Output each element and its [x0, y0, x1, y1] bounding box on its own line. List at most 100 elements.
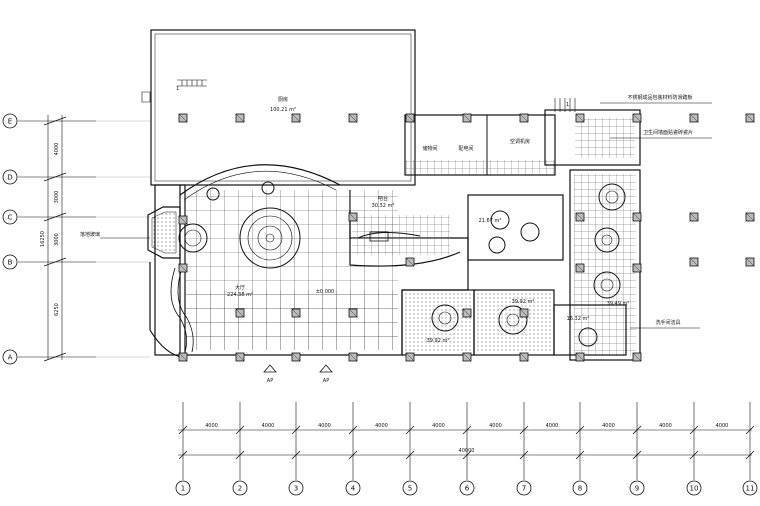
column-hatch — [178, 215, 188, 225]
column-hatch — [405, 113, 415, 123]
column-hatch — [575, 263, 585, 273]
col-axis-label: 6 — [465, 485, 470, 493]
row-axis-d: D — [2, 169, 96, 185]
col-axis-3: 3 — [288, 402, 304, 496]
dining-tables — [206, 181, 626, 347]
row-axis-label: C — [8, 214, 13, 222]
col-dim-value: 4000 — [716, 423, 729, 429]
col-axis-label: 2 — [238, 485, 242, 493]
col-dim-value: 4000 — [602, 423, 615, 429]
store-room-1: 储物间 — [422, 145, 437, 152]
col-dim-value: 4000 — [318, 423, 331, 429]
column-hatch — [235, 113, 245, 123]
column-hatch — [575, 113, 585, 123]
hall-level: ±0.000 — [316, 289, 335, 295]
row-axis-label: A — [8, 354, 13, 362]
right-callout-2: 卫生间墙面贴瓷砖瓷片 — [643, 129, 693, 136]
row-axis-b: B — [2, 254, 96, 270]
column-hatch — [291, 308, 301, 318]
entrance-ap-1: AP — [267, 378, 273, 384]
bar-name: 吧台 — [378, 195, 388, 202]
col-axis-label: 4 — [351, 485, 356, 493]
store-room-2: 配电间 — [458, 145, 473, 152]
column-hatch — [689, 257, 699, 267]
col-axis-2: 2 — [232, 402, 248, 496]
row-axis-a: A — [2, 349, 96, 365]
entrance-markers: AP AP — [263, 364, 333, 384]
column-hatch — [745, 113, 755, 123]
column-hatch — [291, 352, 301, 362]
column-hatch — [689, 113, 699, 123]
column-hatch — [291, 113, 301, 123]
col-axis-label: 9 — [635, 485, 639, 493]
left-callout: 落地玻璃 — [80, 231, 100, 238]
column-hatch — [519, 113, 529, 123]
row-dim-tick — [43, 212, 67, 222]
column-hatch — [348, 212, 358, 222]
column-hatch — [575, 352, 585, 362]
row-dim-value: 4000 — [54, 143, 60, 156]
row-axis-e: E — [2, 113, 96, 129]
col-dim-value: 4000 — [262, 423, 275, 429]
stair-number-2: 1 — [566, 102, 569, 108]
col-dim-value: 4000 — [432, 423, 445, 429]
bar-area: 30.32 m² — [372, 203, 395, 209]
col-axis-7: 7 — [516, 402, 532, 496]
col-axis-11: 11 — [742, 402, 758, 496]
col-axis-10: 10 — [686, 402, 702, 496]
column-hatch — [745, 257, 755, 267]
row-axis-label: B — [8, 259, 13, 267]
callouts — [100, 102, 712, 329]
row-dim-tick — [43, 257, 67, 267]
small-room-area: 16.32 m² — [567, 316, 590, 322]
right-callout-3: 洗手间洁具 — [655, 319, 680, 326]
column-hatch — [632, 263, 642, 273]
col-dim-value: 4000 — [489, 423, 502, 429]
column-hatch — [235, 308, 245, 318]
column-hatch — [178, 263, 188, 273]
col-axis-label: 5 — [408, 485, 412, 493]
col-axis-5: 5 — [402, 402, 418, 496]
kitchen-area: 100.21 m² — [270, 107, 296, 113]
column-hatch — [348, 308, 358, 318]
column-hatch — [632, 113, 642, 123]
row-axis-c: C — [2, 209, 96, 225]
ac-room: 空调机房 — [510, 138, 530, 145]
column-hatch — [462, 113, 472, 123]
building-outline — [141, 29, 641, 361]
column-hatch — [235, 352, 245, 362]
col-axis-4: 4 — [345, 402, 361, 496]
row-dim-tick — [43, 116, 67, 126]
structural-columns — [178, 113, 755, 362]
col-axis-label: 8 — [578, 485, 582, 493]
col-axis-6: 6 — [459, 402, 475, 496]
col-dim-total: 40000 — [459, 448, 475, 454]
column-hatch — [632, 212, 642, 222]
row-axis-label: E — [8, 118, 12, 126]
column-hatch — [519, 308, 529, 318]
column-hatch — [575, 212, 585, 222]
column-hatch — [519, 352, 529, 362]
column-hatch — [178, 352, 188, 362]
row-dim-value: 6250 — [54, 303, 60, 316]
col-axis-label: 1 — [181, 485, 185, 493]
col-axis-8: 8 — [572, 402, 588, 496]
col-axis-9: 9 — [629, 402, 645, 496]
row-dim-value: 3000 — [54, 191, 60, 204]
column-hatch — [632, 352, 642, 362]
col-dim-value: 4000 — [659, 423, 672, 429]
col-axis-label: 10 — [690, 485, 699, 493]
column-hatch — [348, 113, 358, 123]
right-callout-1: 不锈钢成品包装材料防滑踏板 — [627, 94, 692, 101]
col-dim-value: 4000 — [375, 423, 388, 429]
column-hatch — [178, 113, 188, 123]
room-labels: 厨房 100.21 m² 大厅 224.38 m² ±0.000 吧台 30.3… — [176, 86, 629, 344]
column-hatch — [689, 212, 699, 222]
vip-area-b: 39.92 m² — [512, 299, 535, 305]
row-dim-tick — [43, 172, 67, 182]
hall-area: 224.38 m² — [227, 292, 253, 298]
private-room-area: 21.67 m² — [479, 218, 502, 224]
